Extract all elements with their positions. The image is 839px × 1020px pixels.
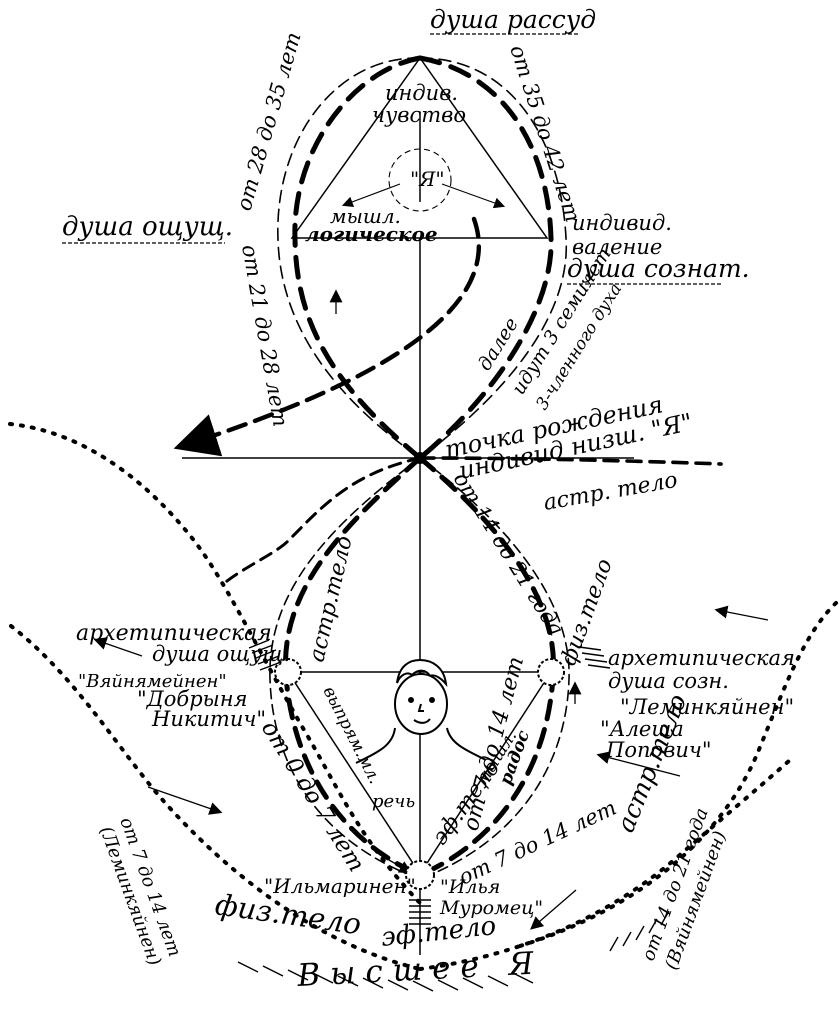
label-ego-center: "Я" [410,167,445,191]
label-soul-sentient: душа ощущ. [62,212,233,242]
outer-lower-left-thin-path [269,457,421,880]
outer-right-thin-path [419,57,568,459]
labels: душа рассуд душа ощущ. душа сознат. инди… [62,5,795,994]
label-archetypal-conscious-2: душа созн. [608,669,729,693]
label-soul-rational: душа рассуд [430,5,596,34]
label-age-21-28: от 21 до 28 лет [237,243,293,429]
label-vainamoinen: "Вяйнямейнен" [78,671,227,692]
child-right-eye [429,697,435,703]
label-astral-body-top: астр. тело [542,468,680,516]
label-indiv-will-1: индивид. [572,211,672,235]
birth-point-node [414,452,426,464]
child-shoulders [355,727,487,764]
child-face [355,658,487,764]
label-dobrynya-2: Никитич" [151,707,266,731]
label-etheric-body-bottom: эф.тело [380,911,498,953]
upper-right-loop-path [417,55,554,461]
right-arrow-middle [596,751,681,777]
label-archetypal-sentient-1: архетипическая [76,621,272,646]
left-arrow-middle [147,786,223,815]
child-left-eye [408,697,414,703]
label-thinking-2: логическое [305,222,438,246]
label-ilya-2: Муромец" [439,897,543,919]
label-dobrynya-1: "Добрыня [137,687,247,711]
nodes [274,452,565,890]
bottom-node-hatch [409,899,431,925]
label-indiv-feeling-2: чувство [372,103,466,127]
label-astral-body-left: астр.тело [304,534,357,665]
upper-loop-path [292,55,423,461]
right-bottom-hatch [609,910,670,952]
outer-lower-right-thin-path [419,457,570,880]
label-higher-self: Высшее Я [296,945,545,994]
label-alesha-1: "Алеша [600,717,684,741]
side-arrows [93,289,769,930]
astral-dashed-line-right [418,456,723,466]
ego-circle-group [341,148,506,212]
lower-right-dotted-boundary [418,758,792,971]
bottom-node [405,860,435,890]
left-node [274,658,302,686]
arrow-to-etheric-left [388,859,413,874]
right-node [537,658,565,686]
further-development-arrow [173,216,481,457]
label-lemminkainen: "Леминкяйнен" [620,695,794,719]
label-speech: речь [372,791,415,812]
right-dotted-boundary [518,601,838,948]
label-age-28-35: от 28 до 35 лет [232,30,306,214]
dotted-boundaries [8,422,838,971]
label-indiv-feeling-1: индив. [385,81,458,105]
child-nose [417,703,424,712]
left-arrow-upper [93,637,143,657]
lower-left-dotted-boundary [9,624,422,971]
label-thinking-1: мышл. [330,204,401,228]
right-arrow-upper [714,605,769,621]
astral-dashed-line-left [220,456,422,587]
label-ilmarinen: "Ильмаринен" [264,874,416,898]
label-archetypal-conscious-1: архетипическая [608,646,795,670]
bottom-baseline-hatch [237,961,534,992]
child-hair [396,658,448,688]
label-ilya-1: "Илья [440,876,500,898]
label-archetypal-sentient-2: душа ощущ. [152,642,290,666]
hatch-marks [237,639,670,992]
label-alesha-2: Попович" [605,738,712,762]
ego-arrow-left [341,183,401,208]
bottom-arrow [530,889,577,930]
left-node-hatch [248,639,282,671]
outer-left-thin-path [277,57,421,459]
right-node-hatch [578,646,611,669]
label-further-1: далее [474,314,523,375]
label-soul-conscious: душа сознат. [567,254,750,283]
ego-arrow-right [441,183,506,209]
ego-circle [388,148,452,212]
left-dotted-boundary [8,422,422,905]
label-indiv-will-2: валение [572,235,662,259]
child-mouth [413,718,431,724]
